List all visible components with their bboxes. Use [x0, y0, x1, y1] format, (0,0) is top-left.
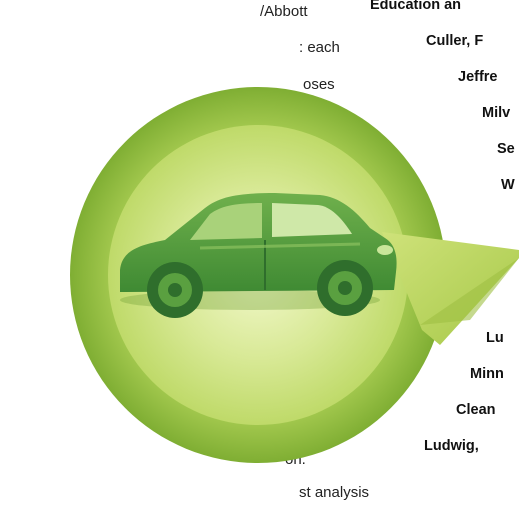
- right-text-line: Education an: [370, 0, 462, 13]
- right-text-line: Ludwig,: [424, 438, 479, 454]
- car-icon: [120, 193, 397, 318]
- left-text-line: oses: [303, 76, 335, 93]
- arrow-head-icon: [382, 232, 519, 345]
- right-text-line: Minn: [470, 366, 504, 382]
- right-text-line: Milv: [482, 105, 511, 121]
- right-text-line: Jeffre: [458, 69, 498, 85]
- left-text-line: /Abbott: [260, 3, 308, 20]
- green-car-recycle-graphic: [70, 87, 519, 463]
- right-text-line: Se: [497, 141, 515, 157]
- right-text-line: Culler, F: [426, 33, 484, 49]
- right-text-line: Clean: [456, 402, 496, 418]
- right-text-line: Lu: [486, 330, 504, 346]
- left-text-line: : each: [299, 39, 340, 56]
- right-text-line: W: [501, 177, 515, 193]
